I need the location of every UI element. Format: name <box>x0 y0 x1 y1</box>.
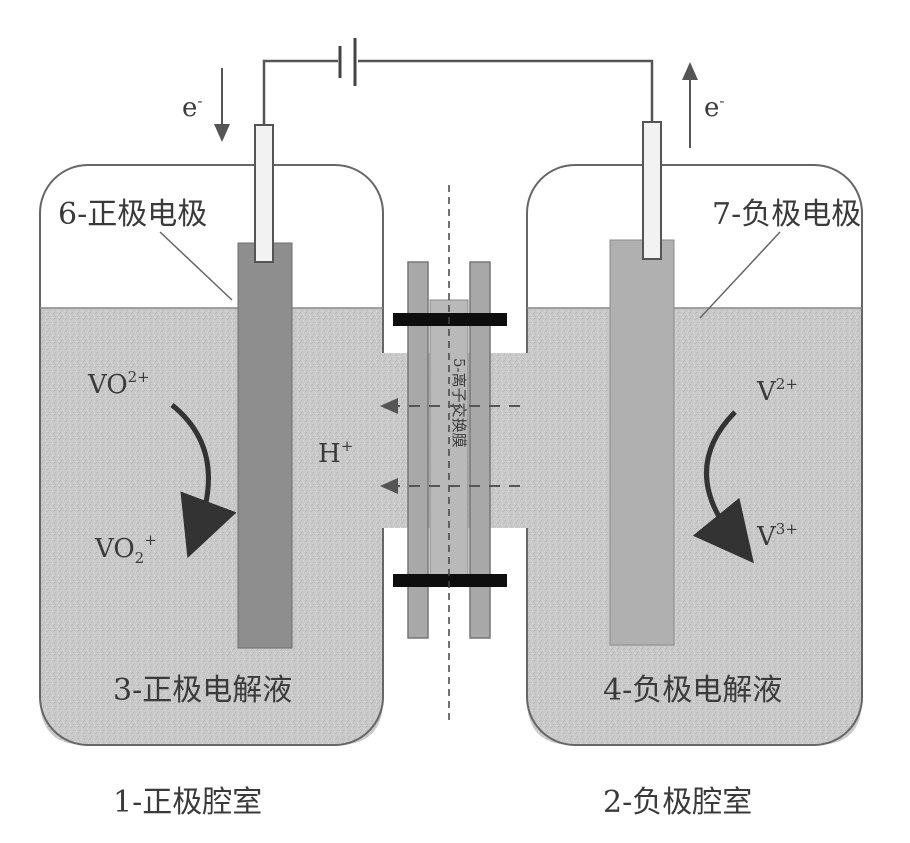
external-circuit <box>264 61 652 128</box>
electron-label-right: e- <box>704 92 724 123</box>
negative-electrode-label: 7-负极电极 <box>712 197 861 232</box>
leader-positive-electrode <box>160 232 232 300</box>
negative-electrode-rod <box>643 122 661 259</box>
battery-symbol-icon <box>340 38 355 86</box>
positive-electrode-rod <box>255 125 273 262</box>
wire-left <box>264 61 338 128</box>
positive-electrolyte-label: 3-正极电解液 <box>113 673 292 708</box>
negative-electrolyte-label: 4-负极电解液 <box>603 673 782 708</box>
positive-chamber-label: 1-正极腔室 <box>113 785 262 820</box>
negative-chamber-label: 2-负极腔室 <box>603 785 752 820</box>
negative-chamber <box>527 165 862 745</box>
wire-right <box>358 61 652 125</box>
positive-electrode <box>238 243 292 648</box>
electron-label-left: e- <box>182 92 202 123</box>
membrane-assembly: 5-离子交换膜 <box>368 185 542 720</box>
membrane-label: 5-离子交换膜 <box>450 358 468 448</box>
clamp-top <box>393 313 507 326</box>
clamp-bottom <box>393 574 507 587</box>
negative-electrode <box>610 240 674 645</box>
positive-electrode-label: 6-正极电极 <box>58 197 207 232</box>
leader-negative-electrode <box>700 232 780 318</box>
